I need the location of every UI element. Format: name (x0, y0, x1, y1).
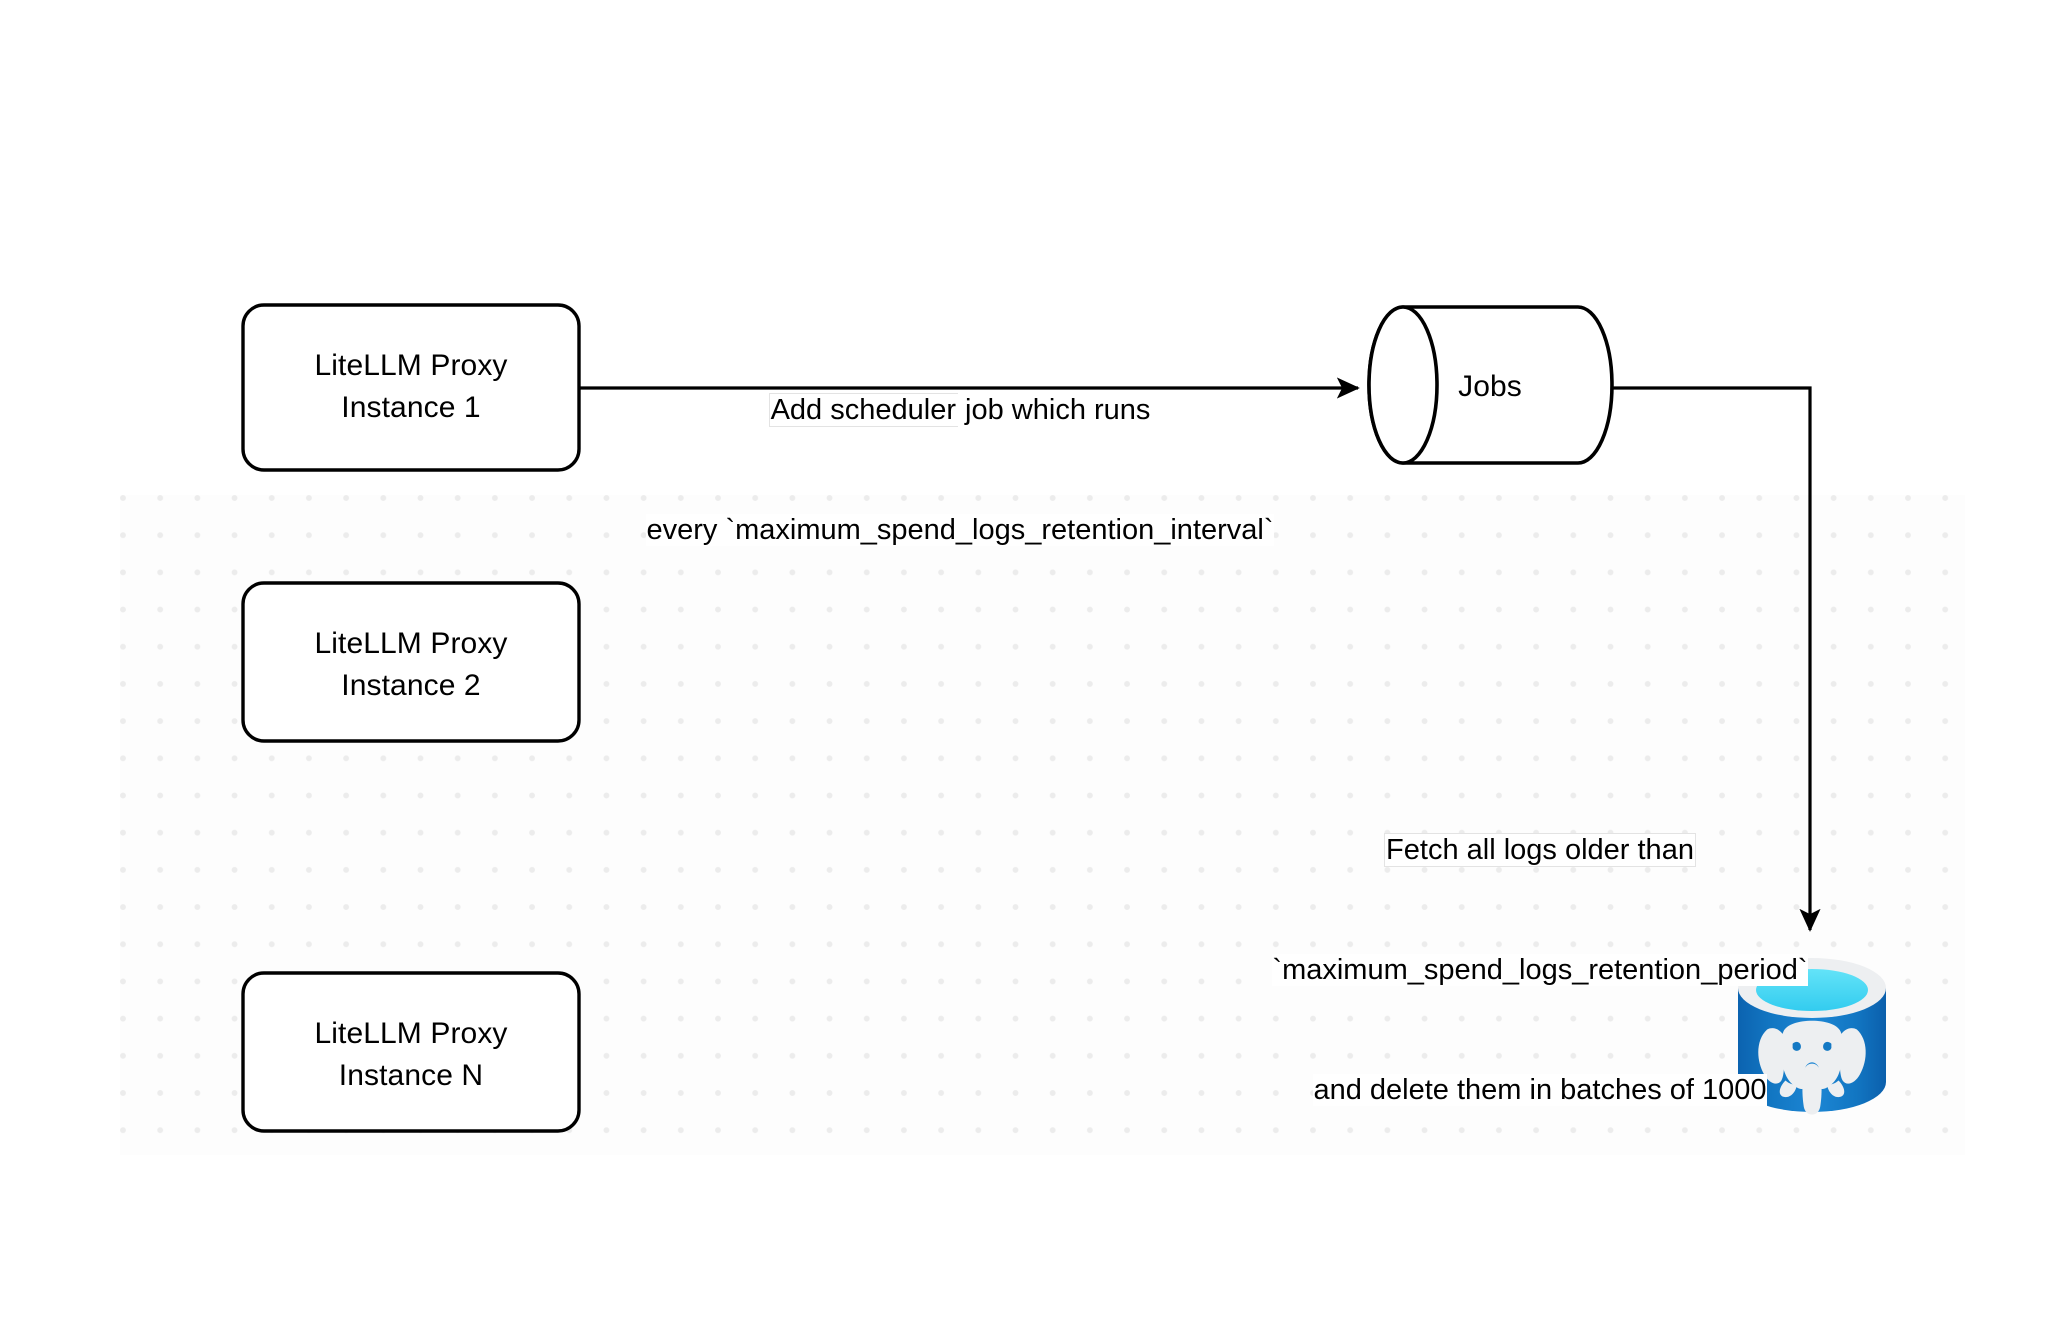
edge-scheduler-label-line2: every `maximum_spend_logs_retention_inte… (646, 514, 1274, 546)
edge-fetch-label-line3: and delete them in batches of 1000 (1313, 1074, 1767, 1106)
postgresql-elephant-icon (1758, 1020, 1866, 1115)
node-jobs-cylinder[interactable] (1367, 305, 1614, 465)
edge-scheduler-label-line1-highlight: Add scheduler (769, 394, 957, 426)
node-proxy-n[interactable] (241, 971, 581, 1133)
edge-fetch-label-line2: `maximum_spend_logs_retention_period` (1272, 954, 1808, 986)
edge-scheduler-label: Add scheduler job which runs every `maxi… (600, 310, 1320, 630)
edge-fetch-connector (1612, 386, 1821, 932)
node-proxy-n-label: LiteLLM Proxy Instance N (314, 1017, 508, 1092)
edge-scheduler-label-line1-rest: job which runs (956, 394, 1151, 426)
node-proxy-2[interactable] (241, 581, 581, 743)
edge-fetch-label: Fetch all logs older than `maximum_spend… (1260, 750, 1820, 1190)
node-proxy-1-label: LiteLLM Proxy Instance 1 (314, 349, 508, 424)
node-jobs-label: Jobs (1458, 370, 1522, 403)
edge-fetch-label-line1: Fetch all logs older than (1385, 834, 1695, 866)
node-proxy-2-label: LiteLLM Proxy Instance 2 (314, 627, 508, 702)
